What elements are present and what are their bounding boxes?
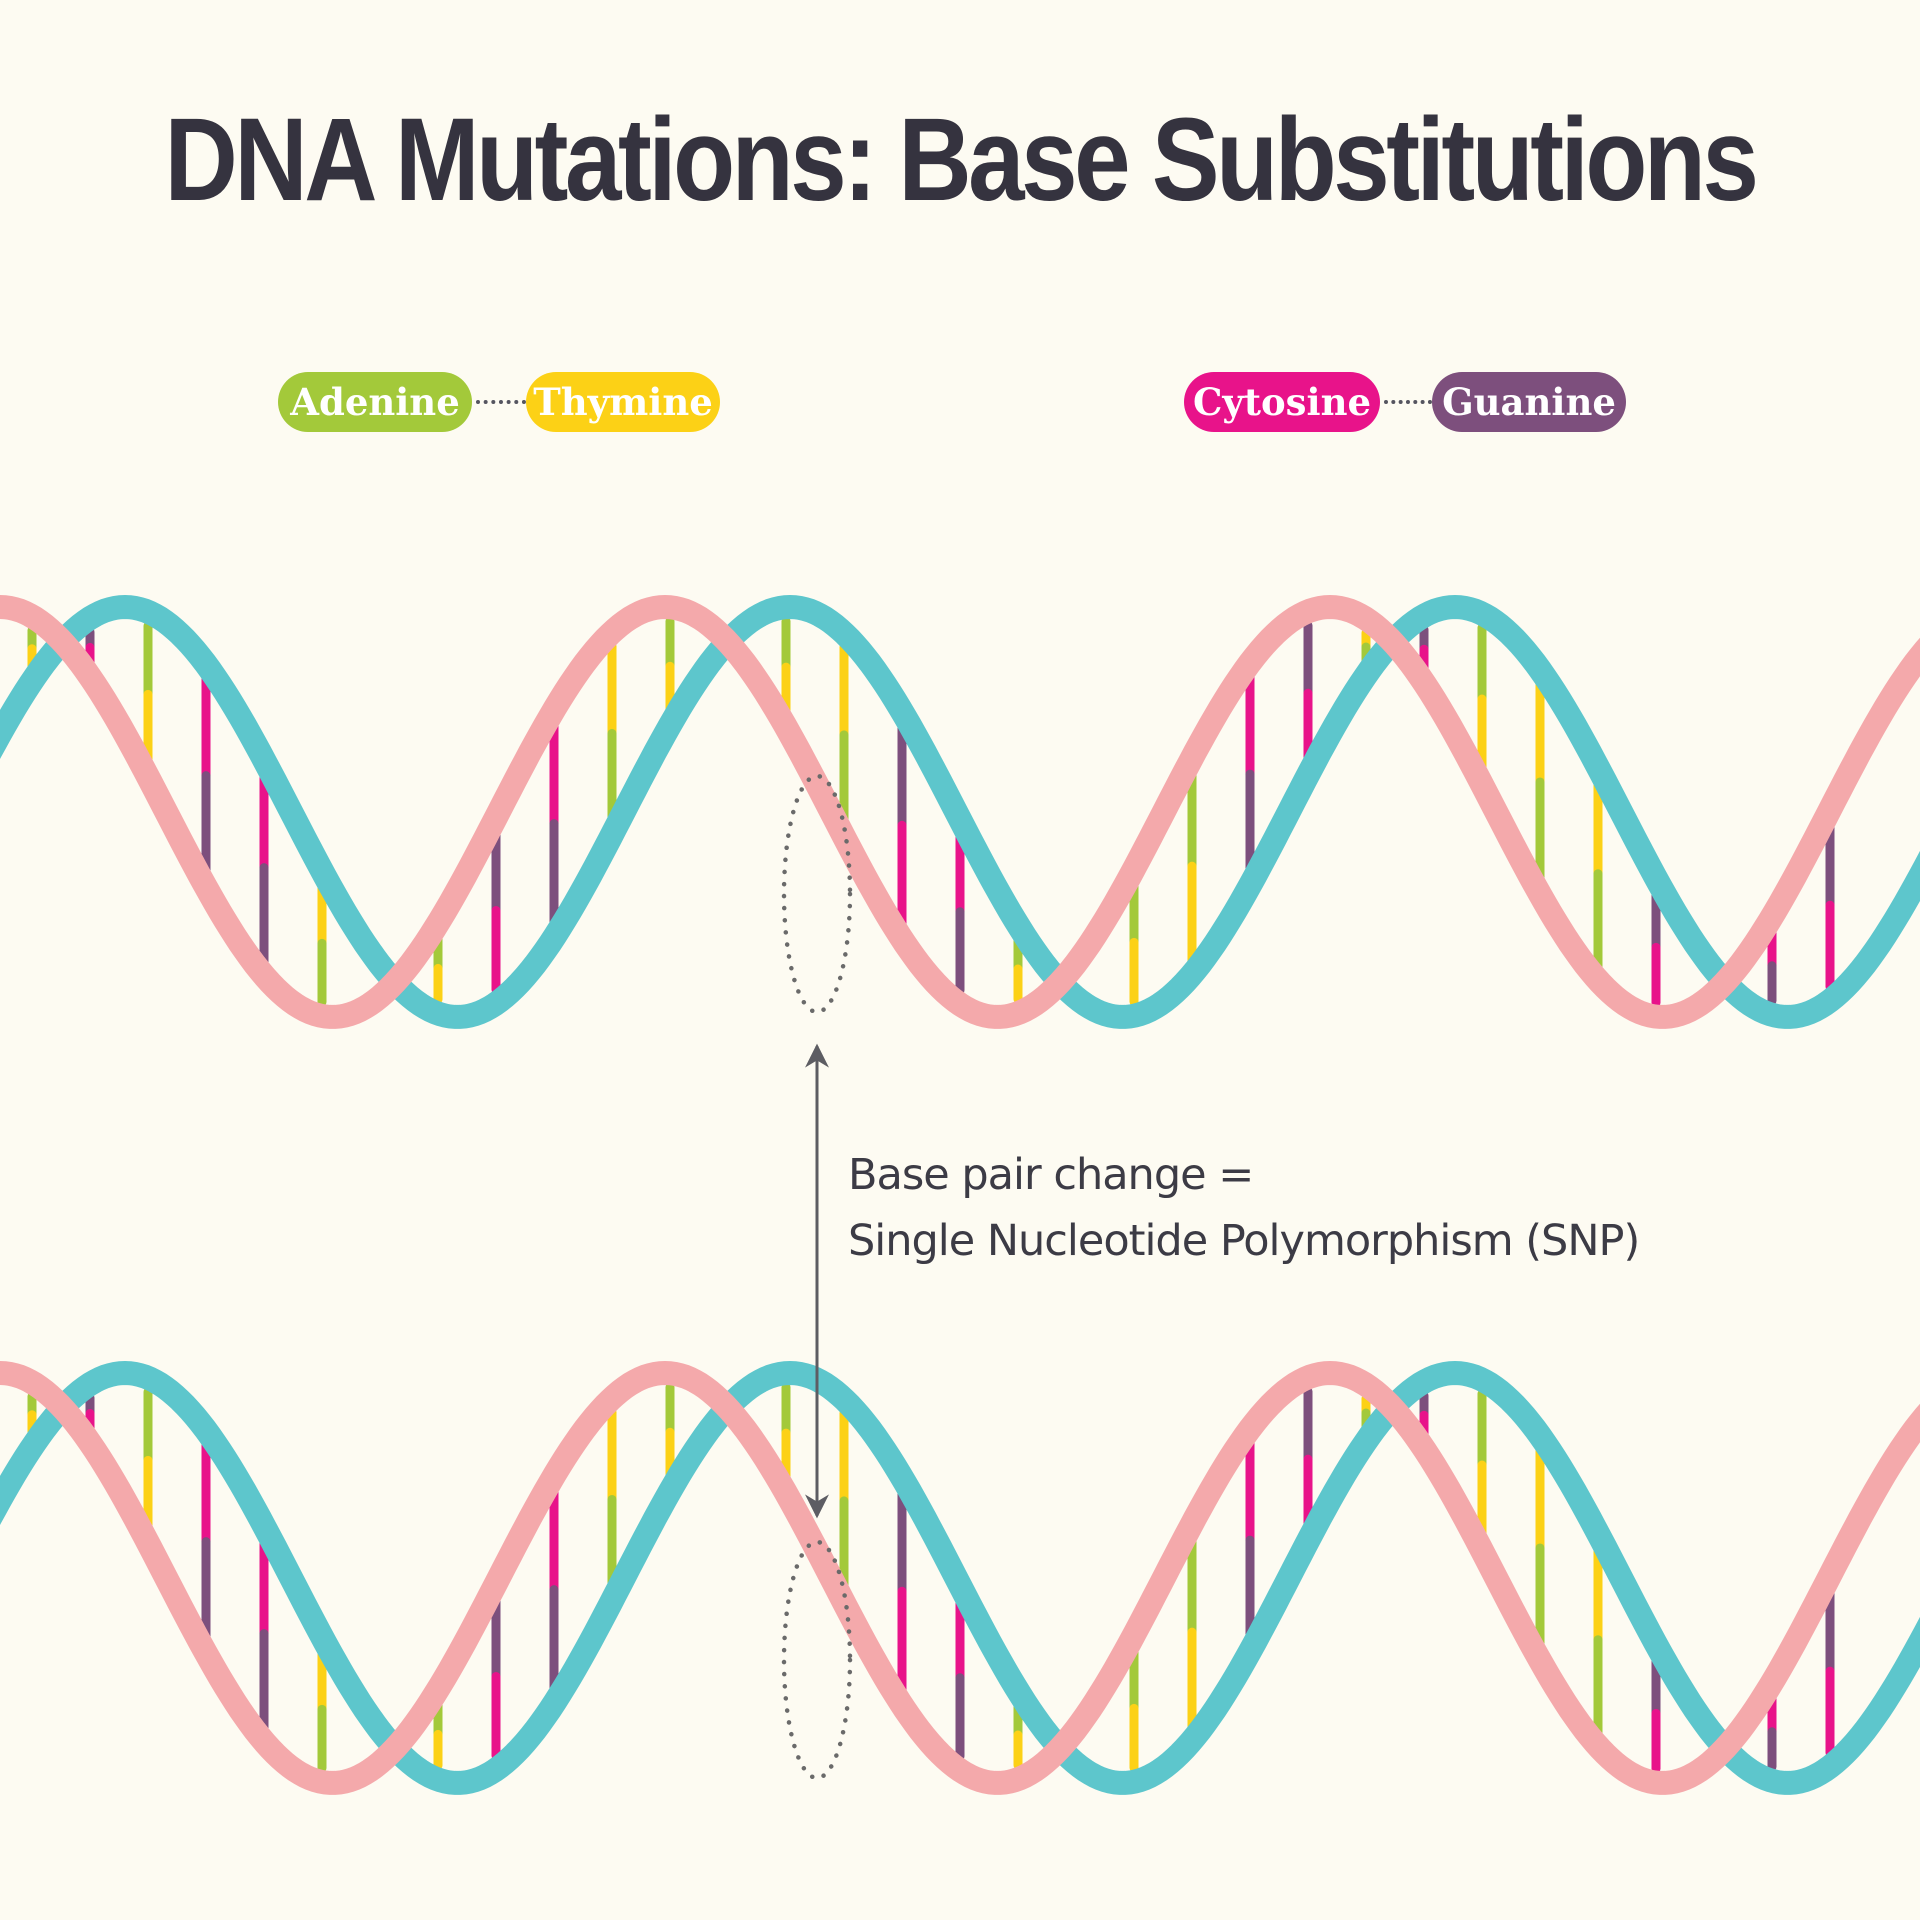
snp-highlight-original <box>781 773 853 1015</box>
snp-annotation: Base pair change = Single Nucleotide Pol… <box>848 1142 1640 1274</box>
backbone-strand-teal <box>0 1360 1920 1795</box>
legend-guanine: Guanine <box>1432 372 1626 432</box>
backbone-strand-pink <box>0 1360 1920 1795</box>
legend-cg-pair-connector <box>1384 400 1432 404</box>
legend-adenine: Adenine <box>278 372 472 432</box>
backbone-strand-pink <box>0 594 1920 1029</box>
annotation-line-2: Single Nucleotide Polymorphism (SNP) <box>848 1216 1640 1266</box>
legend-thymine: Thymine <box>526 372 720 432</box>
snp-highlight-mutated <box>781 1539 853 1781</box>
annotation-line-1: Base pair change = <box>848 1150 1254 1200</box>
mutated-dna-helix <box>0 1360 1920 1795</box>
page-title: DNA Mutations: Base Substitutions <box>164 94 1758 226</box>
legend-at-pair-connector <box>476 400 526 404</box>
legend-cytosine: Cytosine <box>1184 372 1380 432</box>
backbone-strand-teal <box>0 594 1920 1029</box>
original-dna-helix <box>0 594 1920 1029</box>
